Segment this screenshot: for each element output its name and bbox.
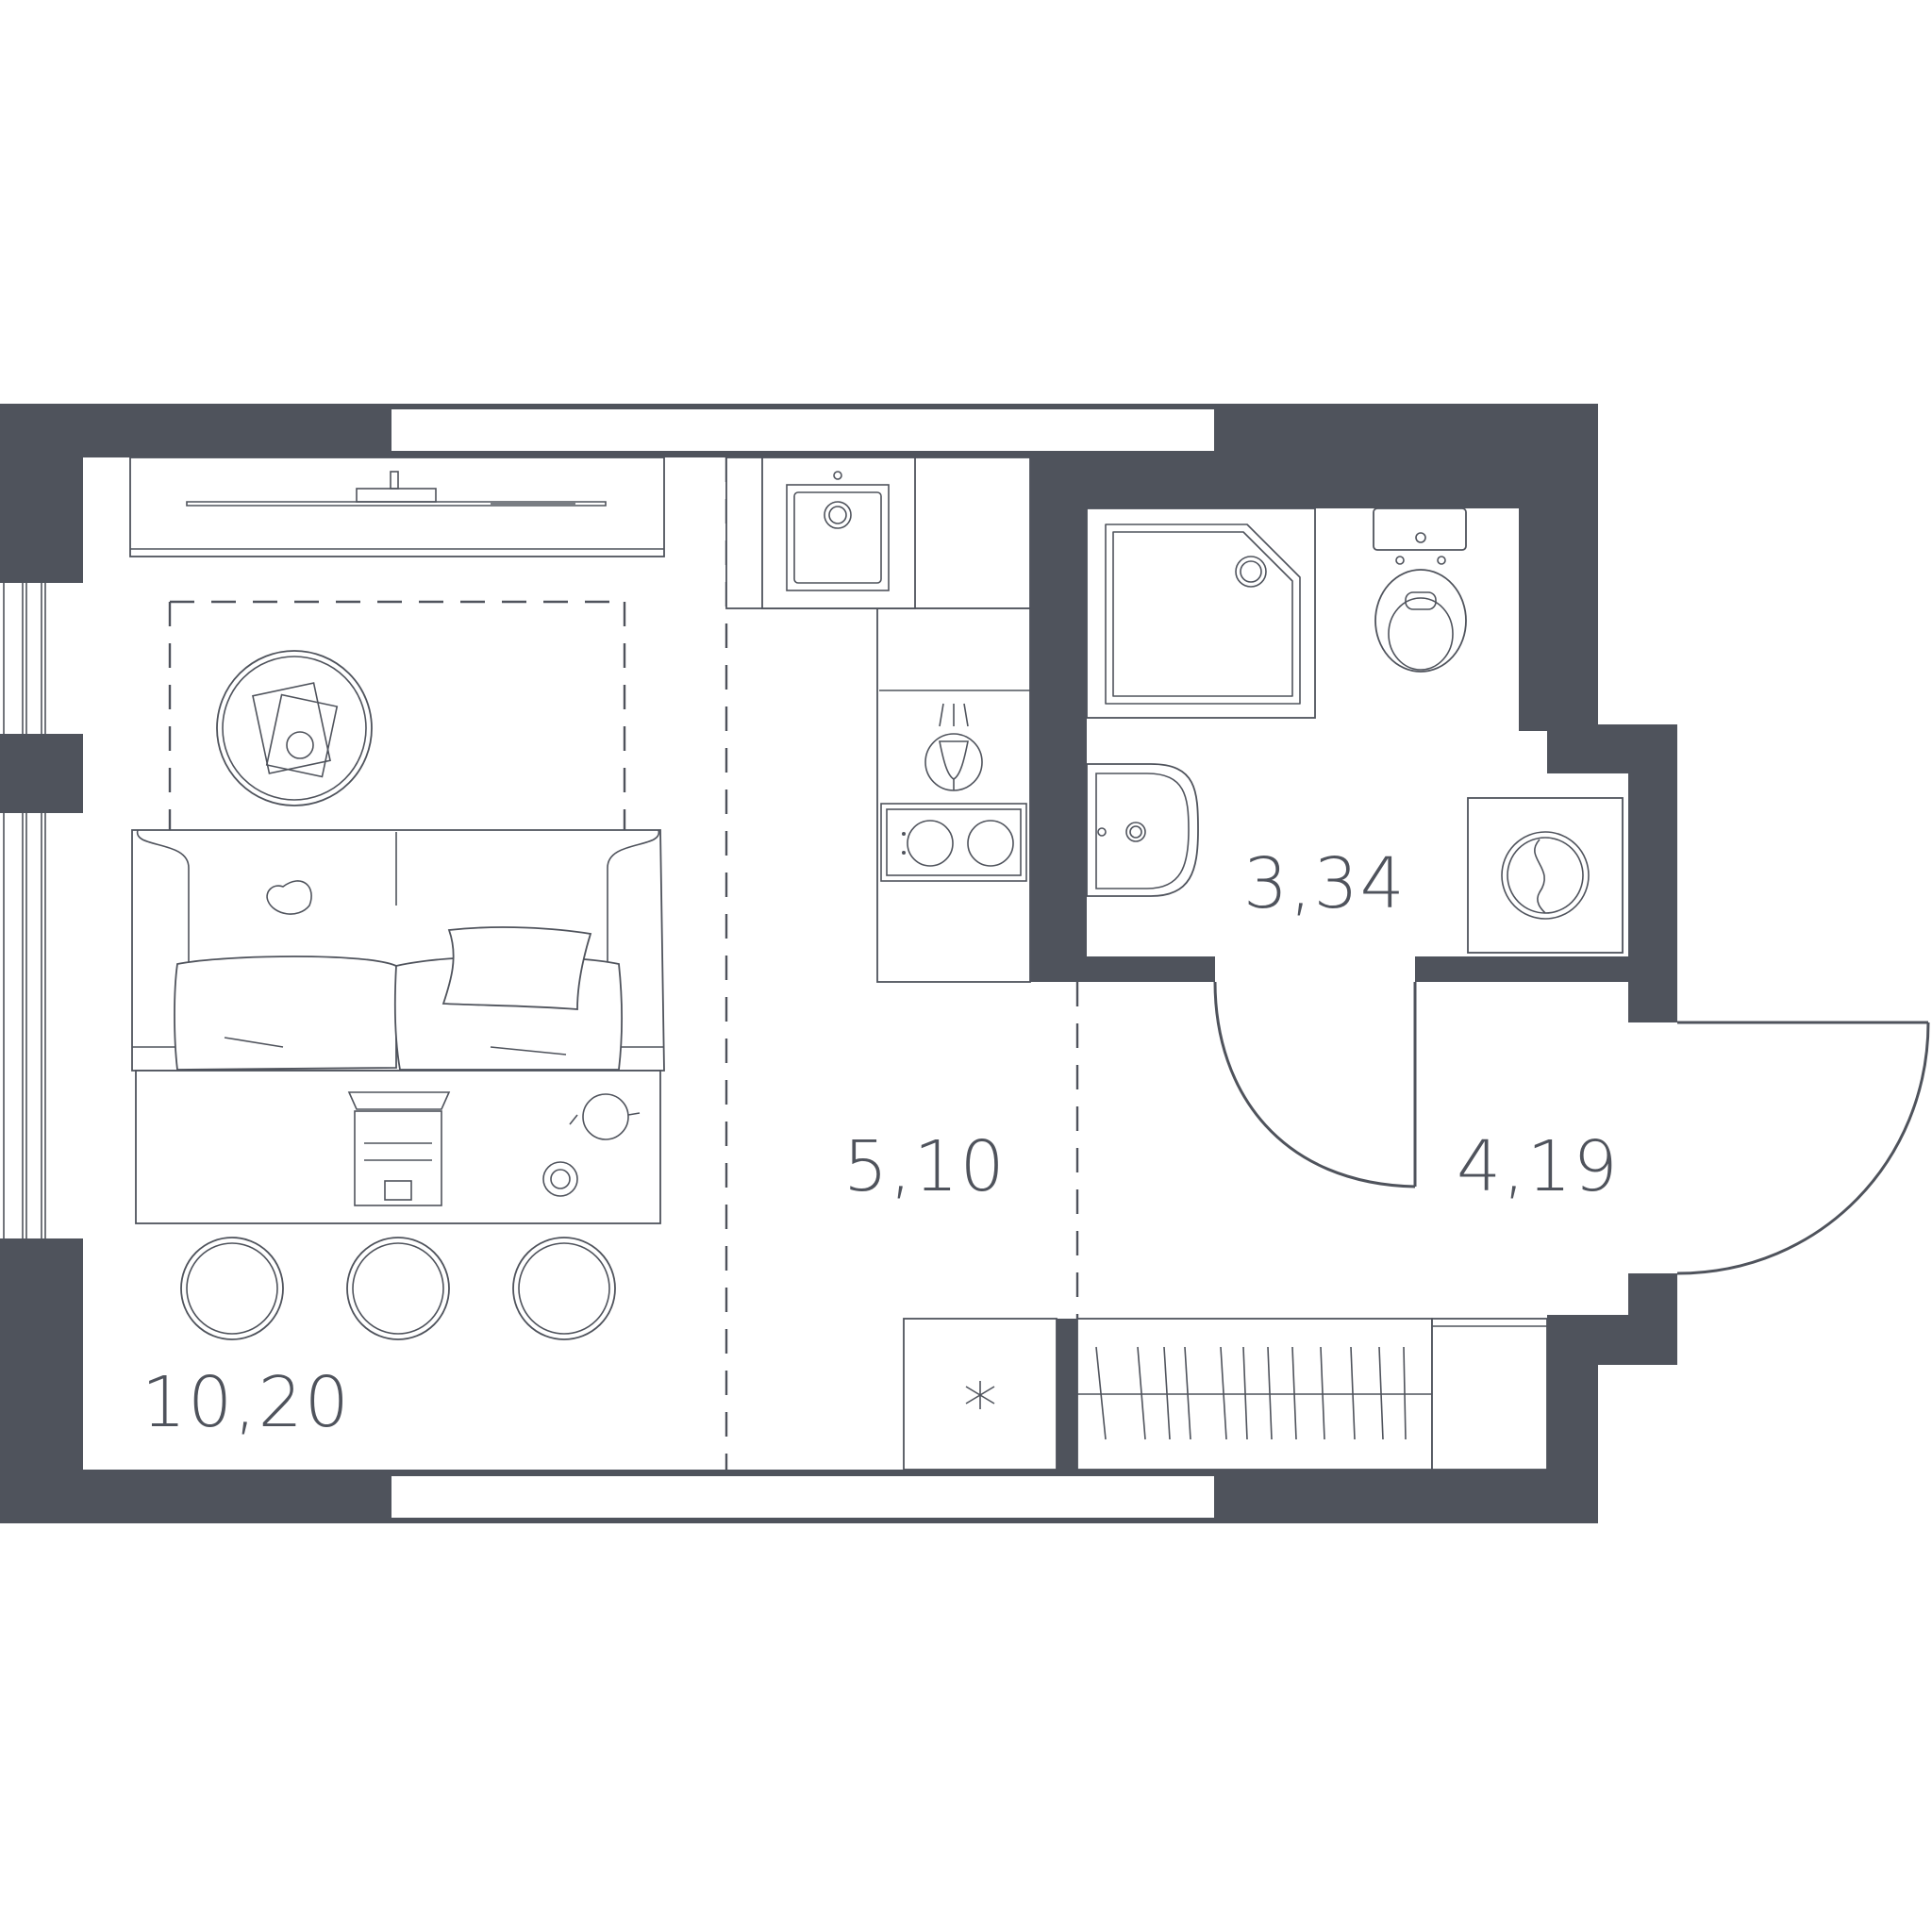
area-label-hallway: 4,19 [1457,1126,1620,1207]
kitchen-counter [725,457,1031,983]
shower-tray [1086,507,1316,719]
window-left-upper [0,583,83,734]
bathroom-door[interactable] [1213,981,1417,1188]
teapot-icon [569,1093,641,1140]
washing-machine-icon [1467,797,1624,954]
toilet-icon [1373,507,1467,673]
tv-unit [129,457,665,557]
window-left-lower [0,813,83,1238]
snowflake-icon [965,1381,995,1409]
entrance-door[interactable] [1676,1021,1930,1275]
laptop-icon [347,1091,451,1206]
sofa [131,829,665,1072]
bar-stools [180,1237,616,1340]
window-bottom [391,1476,1214,1518]
round-coffee-table [216,650,373,806]
bar-counter [135,1070,661,1224]
shoe-cabinet [1431,1318,1548,1471]
window-top [391,409,1214,451]
cup-icon [542,1161,578,1197]
cooktop-icon [880,803,1027,882]
wardrobe [1076,1318,1433,1471]
fridge [903,1318,1058,1471]
washbasin-icon [1086,763,1199,897]
rug-outline [168,600,626,830]
area-label-bathroom: 3,34 [1243,843,1407,924]
range-hood-icon [879,690,1030,791]
sink-icon [761,457,916,609]
area-label-living-room: 10,20 [142,1362,351,1443]
area-label-kitchen: 5,10 [843,1126,1007,1207]
